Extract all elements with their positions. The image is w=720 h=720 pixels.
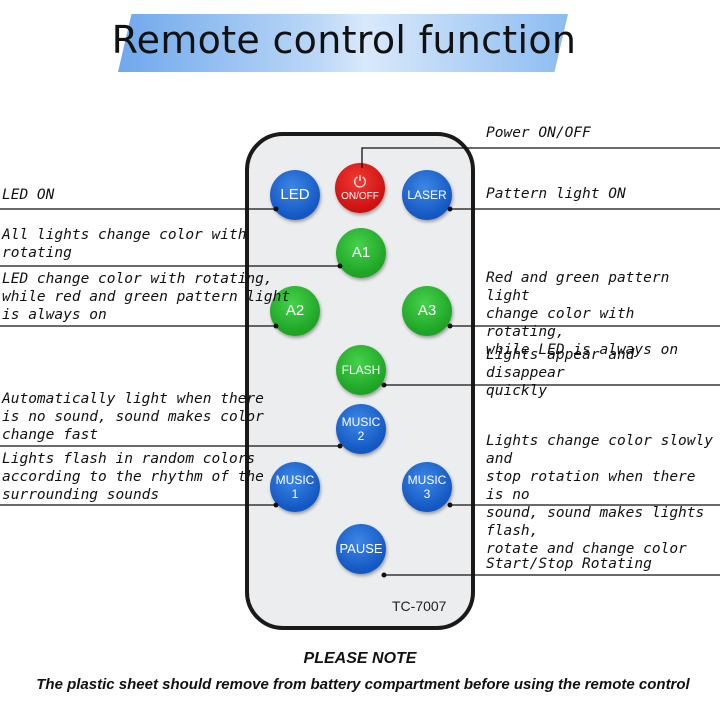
laser-button-label: LASER — [407, 188, 447, 202]
a2-button[interactable]: A2 — [270, 286, 320, 336]
page-title: Remote control function — [111, 18, 577, 62]
music2-callout: Automatically light when there is no sou… — [2, 391, 264, 443]
flash-callout: Lights appear and disappear quickly — [486, 347, 635, 399]
led-button[interactable]: LED — [270, 170, 320, 220]
a2-callout: LED change color with rotating, while re… — [2, 271, 291, 323]
music3-button-number: 3 — [423, 487, 431, 501]
led-button-label: LED — [280, 186, 310, 203]
a1-callout: All lights change color with rotating — [2, 227, 247, 261]
music1-callout: Lights flash in random colors according … — [2, 451, 264, 503]
power-icon: ⏻ — [353, 173, 367, 191]
power-callout-line — [361, 147, 720, 168]
music1-button-label: MUSIC — [275, 473, 315, 487]
laser-callout: Pattern light ON — [486, 186, 626, 202]
a1-button[interactable]: A1 — [336, 228, 386, 278]
music2-button-number: 2 — [357, 429, 365, 443]
flash-button[interactable]: FLASH — [336, 345, 386, 395]
a3-button[interactable]: A3 — [402, 286, 452, 336]
pause-callout: Start/Stop Rotating — [486, 556, 652, 572]
power-button[interactable]: ⏻ ON/OFF — [335, 163, 385, 213]
note-heading: PLEASE NOTE — [303, 650, 417, 667]
music2-button-label: MUSIC — [341, 415, 381, 429]
a2-button-label: A2 — [285, 302, 305, 319]
music3-callout: Lights change color slowly and stop rota… — [486, 433, 713, 557]
music2-button[interactable]: MUSIC 2 — [336, 404, 386, 454]
power-button-label: ON/OFF — [341, 190, 379, 202]
model-number: TC-7007 — [392, 598, 447, 614]
led-callout: LED ON — [2, 187, 55, 203]
music3-button[interactable]: MUSIC 3 — [402, 462, 452, 512]
music1-button[interactable]: MUSIC 1 — [270, 462, 320, 512]
flash-button-label: FLASH — [341, 363, 381, 377]
title-banner — [118, 14, 568, 72]
pause-button-label: PAUSE — [339, 541, 383, 556]
pause-button[interactable]: PAUSE — [336, 524, 386, 574]
music1-button-number: 1 — [291, 487, 299, 501]
power-callout: Power ON/OFF — [486, 125, 591, 141]
a1-button-label: A1 — [351, 244, 371, 261]
music3-button-label: MUSIC — [407, 473, 447, 487]
a3-button-label: A3 — [417, 302, 437, 319]
note-body: The plastic sheet should remove from bat… — [36, 676, 690, 693]
laser-button[interactable]: LASER — [402, 170, 452, 220]
a3-callout: Red and green pattern light change color… — [486, 270, 679, 358]
